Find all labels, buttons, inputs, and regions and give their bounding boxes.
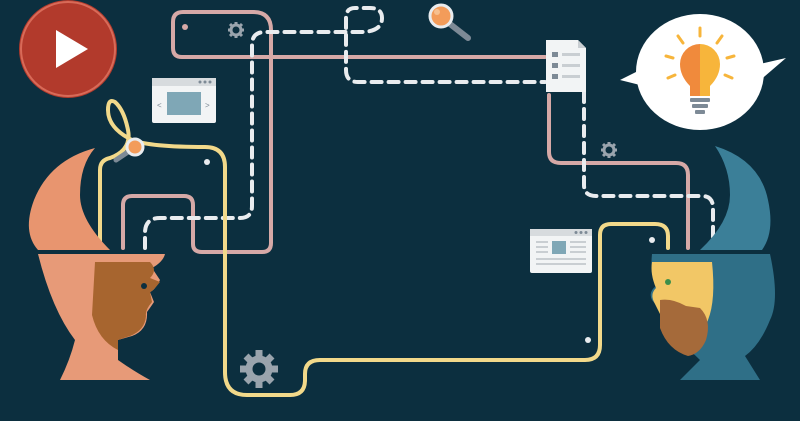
left-head-lid bbox=[28, 148, 110, 250]
right-head-lid bbox=[700, 146, 771, 250]
line-dot bbox=[585, 337, 591, 343]
svg-text:>: > bbox=[205, 101, 210, 110]
pink-line-dot bbox=[182, 24, 188, 30]
left-head-eye bbox=[141, 283, 147, 289]
browser-window-icon: < > bbox=[152, 78, 216, 123]
right-head-beard bbox=[660, 299, 708, 356]
magnifier-icon bbox=[428, 3, 471, 41]
article-window-icon bbox=[530, 229, 592, 273]
pink-connector-line bbox=[121, 10, 690, 254]
right-head-eye bbox=[665, 279, 671, 285]
gear-icon-large bbox=[240, 350, 278, 388]
line-dot bbox=[649, 237, 655, 243]
yellow-connector-line bbox=[98, 99, 670, 397]
svg-text:<: < bbox=[157, 101, 162, 110]
play-icon bbox=[56, 30, 88, 68]
gear-icon bbox=[228, 22, 244, 38]
play-button[interactable] bbox=[19, 0, 117, 98]
document-icon bbox=[546, 40, 586, 92]
gear-icon bbox=[601, 142, 617, 158]
line-dot bbox=[204, 159, 210, 165]
play-icon-ring bbox=[20, 1, 116, 97]
right-head-figure bbox=[650, 146, 775, 380]
white-dashed-line-right bbox=[582, 90, 715, 250]
left-head-figure bbox=[28, 148, 165, 380]
magnifier-icon-small bbox=[113, 137, 145, 163]
lightbulb-icon bbox=[664, 26, 736, 114]
white-dashed-line-left bbox=[143, 6, 547, 250]
